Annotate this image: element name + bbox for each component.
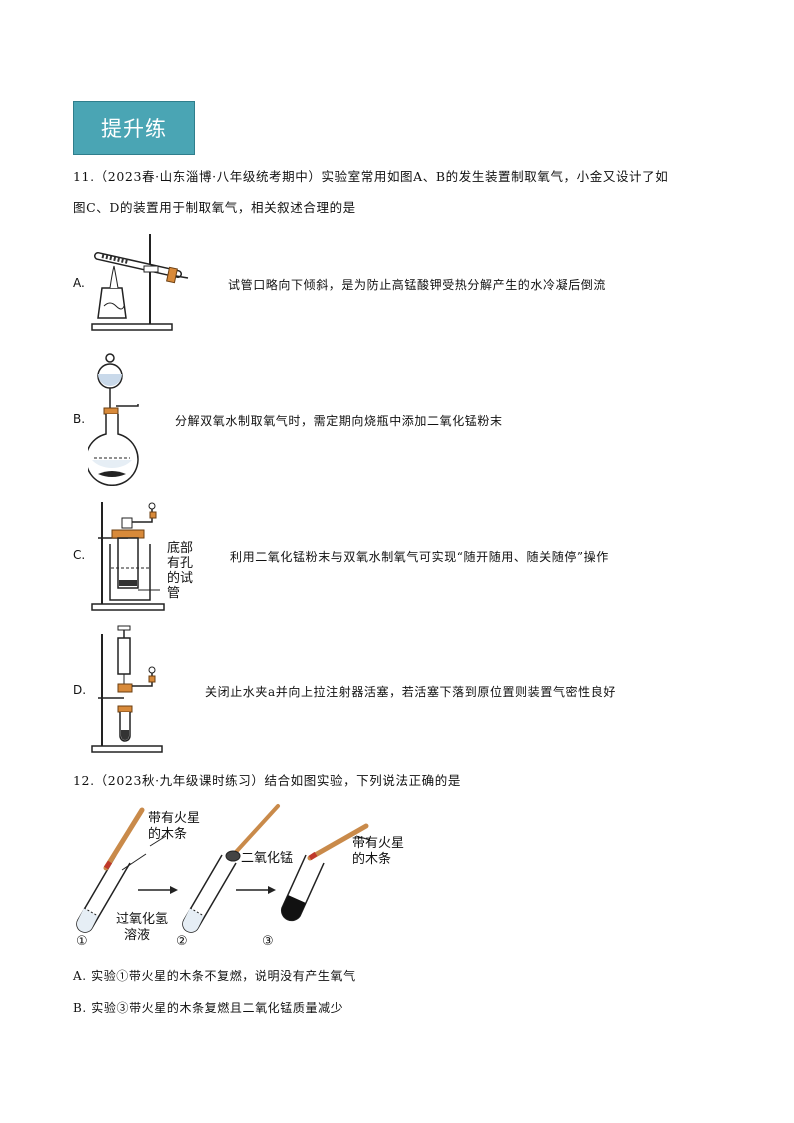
q11-option-d-text: 关闭止水夹a并向上拉注射器活塞，若活塞下落到原位置则装置气密性良好 bbox=[205, 685, 616, 699]
q12-option-a-letter: A. bbox=[73, 969, 87, 983]
q11-option-c-figure-label: 底部 有孔 的试 管 bbox=[167, 541, 193, 601]
q12-label-splint-1: 带有火星 的木条 bbox=[148, 811, 200, 843]
c-label-line2: 有孔 bbox=[167, 556, 194, 571]
q12-stem: 12.（2023秋·九年级课时练习）结合如图实验，下列说法正确的是 bbox=[73, 773, 461, 788]
splint2-line2: 的木条 bbox=[352, 852, 392, 867]
q11-option-d-letter: D. bbox=[73, 683, 87, 697]
q11-stem-line1: 11.（2023春·山东淄博·八年级统考期中）实验室常用如图A、B的发生装置制取… bbox=[73, 169, 669, 184]
splint2-line1: 带有火星 bbox=[352, 836, 405, 851]
c-label-line1: 底部 bbox=[167, 541, 194, 556]
q11-option-b-letter: B. bbox=[73, 412, 86, 426]
q12-step-1: ① bbox=[76, 934, 88, 949]
q11-option-c-letter: C. bbox=[73, 548, 86, 562]
q12-option-a: A. 实验①带火星的木条不复燃，说明没有产生氧气 bbox=[73, 967, 356, 984]
tube-3 bbox=[280, 823, 369, 922]
q11-option-c-text: 利用二氧化锰粉末与双氧水制氧气可实现“随开随用、随关随停”操作 bbox=[230, 550, 609, 564]
q12-step-2: ② bbox=[176, 934, 188, 949]
q12-label-solution: 过氧化氢 溶液 bbox=[116, 912, 168, 944]
tube-2 bbox=[182, 804, 280, 933]
q11-option-a-letter: A. bbox=[73, 276, 85, 290]
q11-option-b-text: 分解双氧水制取氧气时，需定期向烧瓶中添加二氧化锰粉末 bbox=[175, 414, 503, 428]
q11-figure-b-flask-apparatus bbox=[88, 353, 139, 486]
q12-label-mno2: 二氧化锰 bbox=[241, 851, 294, 866]
q12-option-b-text: 实验③带火星的木条复燃且二氧化锰质量减少 bbox=[91, 1001, 344, 1015]
q12-figure-experiment bbox=[76, 804, 371, 933]
q11-stem-line2: 图C、D的装置用于制取氧气，相关叙述合理的是 bbox=[73, 200, 356, 215]
q12-option-b: B. 实验③带火星的木条复燃且二氧化锰质量减少 bbox=[73, 999, 343, 1016]
splint1-line1: 带有火星 bbox=[148, 811, 201, 826]
q12-label-splint-2: 带有火星 的木条 bbox=[352, 836, 404, 868]
section-title: 提升练 bbox=[73, 101, 195, 155]
solution-line2: 溶液 bbox=[124, 928, 151, 943]
solution-line1: 过氧化氢 bbox=[116, 912, 169, 927]
q11-option-a-text: 试管口略向下倾斜，是为防止高锰酸钾受热分解产生的水冷凝后倒流 bbox=[228, 278, 607, 292]
c-label-line3: 的试 bbox=[167, 571, 194, 586]
q12-step-3: ③ bbox=[262, 934, 274, 949]
tube-1 bbox=[76, 807, 145, 933]
q12-option-a-text: 实验①带火星的木条不复燃，说明没有产生氧气 bbox=[91, 969, 356, 983]
c-label-line4: 管 bbox=[167, 586, 181, 601]
q11-figure-a-heating-apparatus bbox=[91, 234, 189, 331]
q11-figure-d-syringe-apparatus bbox=[91, 625, 163, 753]
q12-option-b-letter: B. bbox=[73, 1001, 87, 1015]
splint1-line2: 的木条 bbox=[148, 827, 188, 842]
q11-figure-c-beaker-apparatus bbox=[91, 502, 165, 611]
